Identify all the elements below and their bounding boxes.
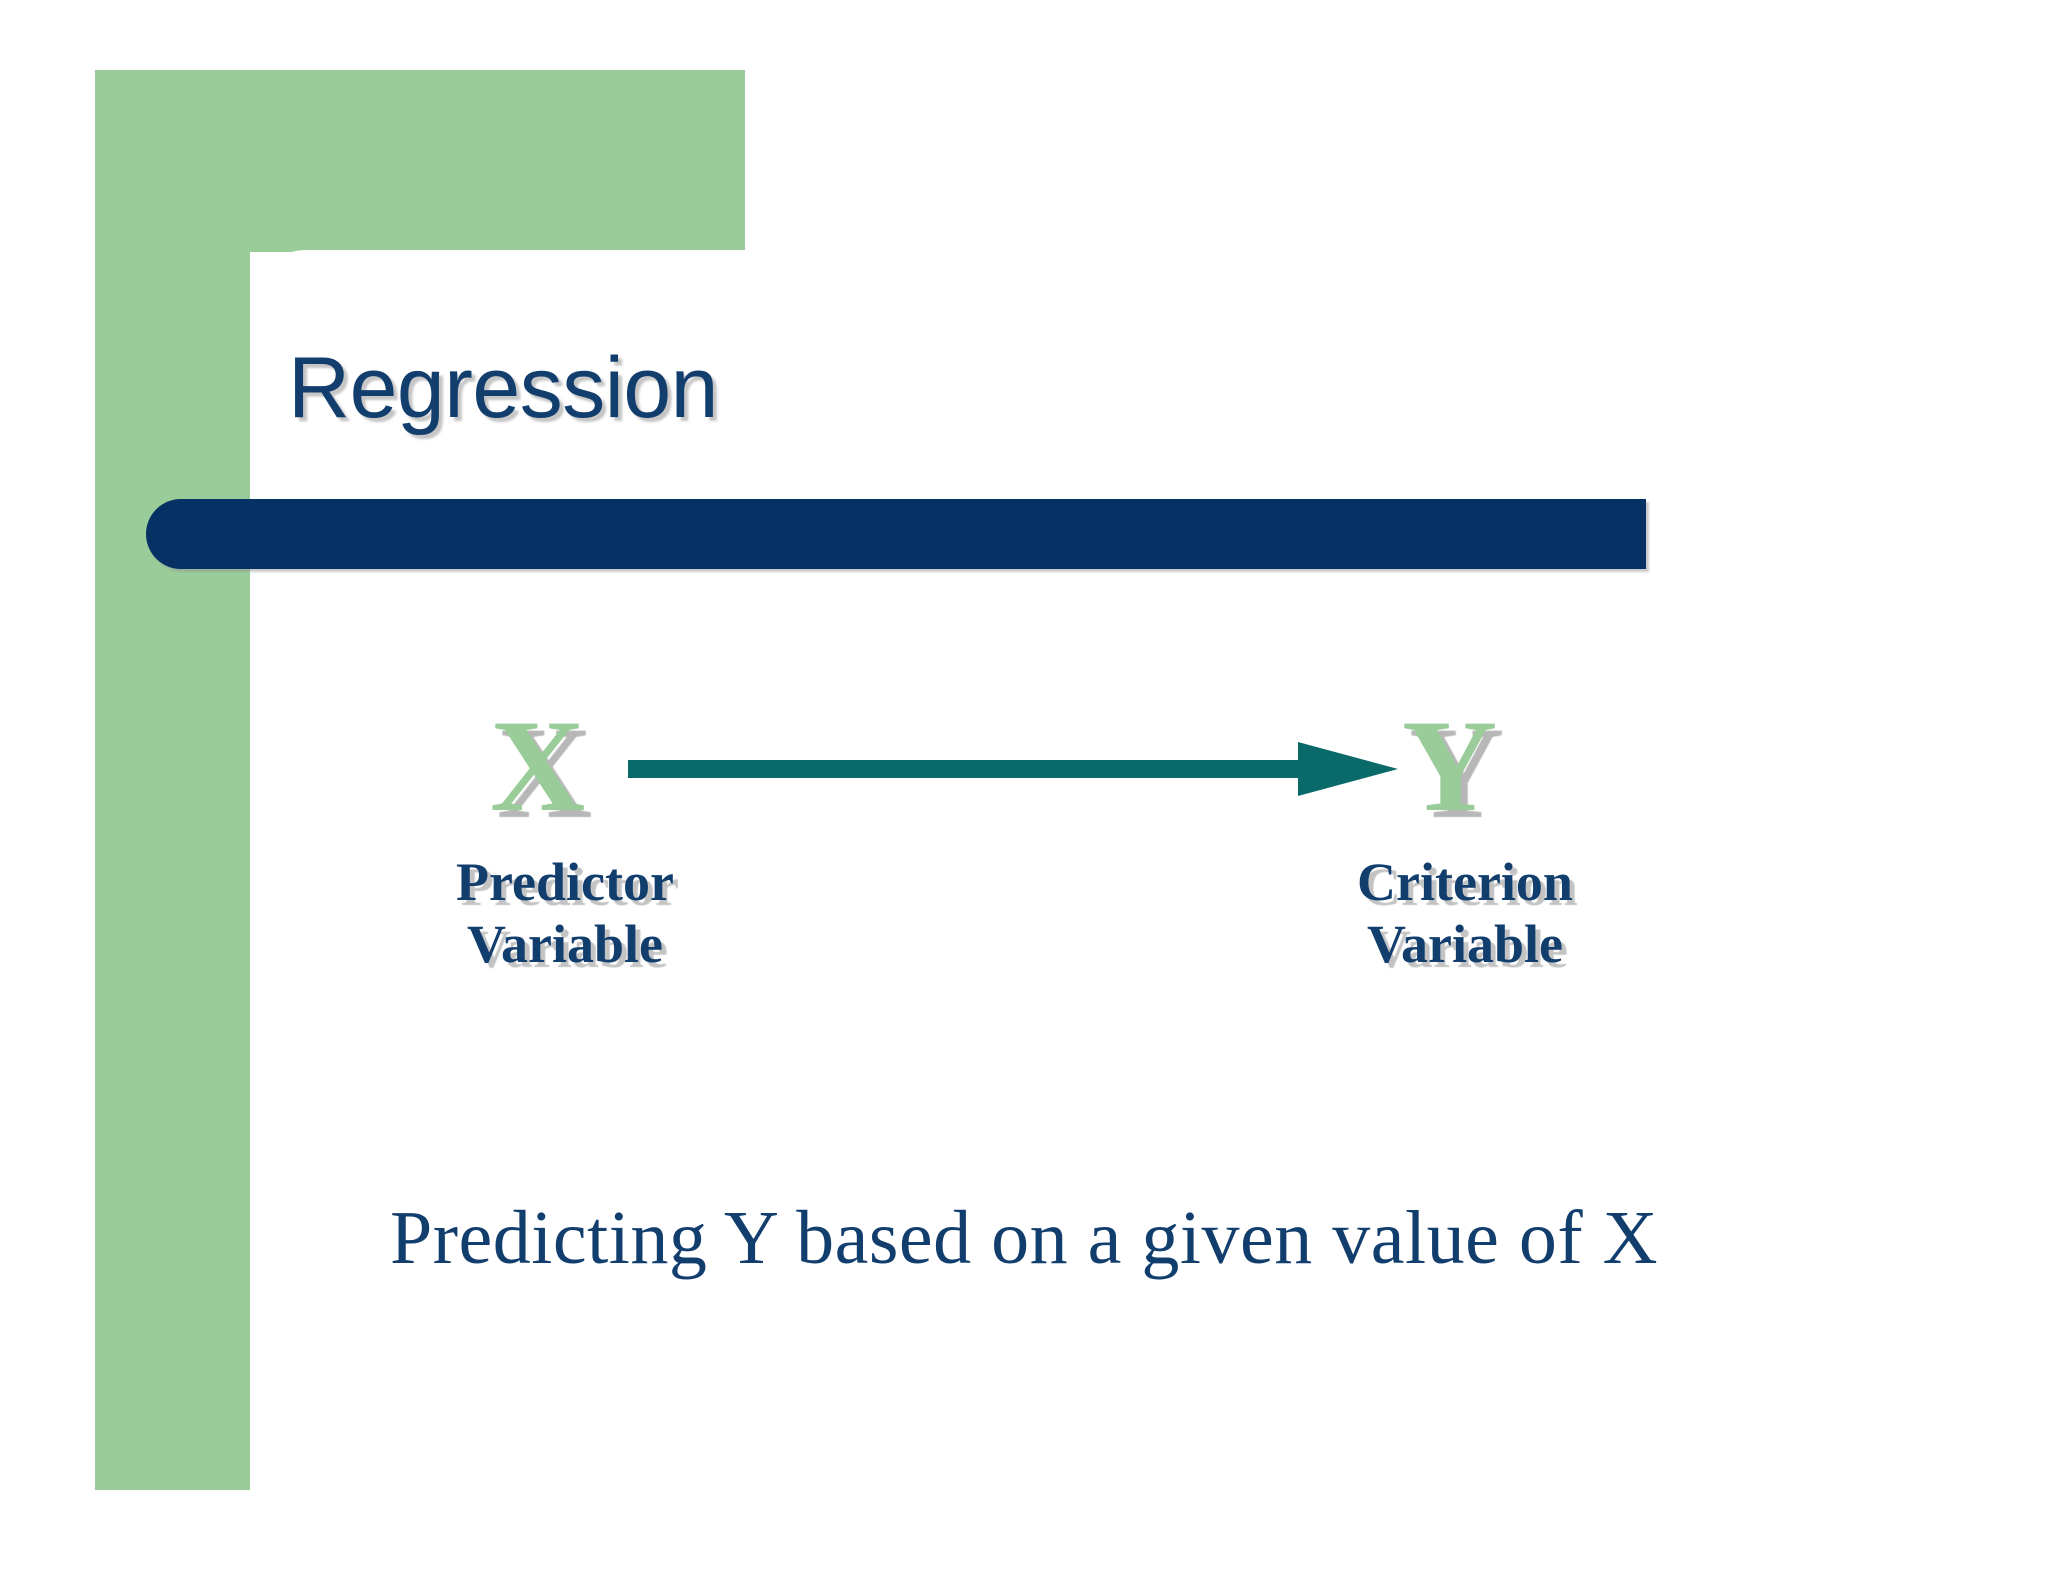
predictor-caption-line-2: Variable bbox=[466, 913, 663, 974]
criterion-variable-caption: Criterion Variable bbox=[1245, 852, 1685, 975]
green-horizontal-band bbox=[95, 70, 745, 252]
predictor-variable-letter: X bbox=[490, 692, 586, 839]
white-content-card bbox=[250, 250, 2048, 1582]
page-title: Regression bbox=[288, 340, 719, 436]
navy-accent-bar bbox=[146, 499, 1646, 569]
criterion-variable-letter: Y bbox=[1402, 692, 1498, 839]
green-vertical-band bbox=[95, 70, 250, 1490]
predictor-variable-caption: Predictor Variable bbox=[345, 852, 785, 975]
criterion-caption-line-1: Criterion bbox=[1357, 852, 1573, 912]
criterion-caption-line-2: Variable bbox=[1366, 913, 1563, 974]
right-arrow-icon bbox=[628, 732, 1398, 808]
regression-diagram: X Y Predictor Variable Criterion Variabl… bbox=[0, 690, 2048, 1010]
predictor-caption-line-1: Predictor bbox=[456, 852, 674, 912]
bottom-caption: Predicting Y based on a given value of X bbox=[389, 1196, 1659, 1280]
